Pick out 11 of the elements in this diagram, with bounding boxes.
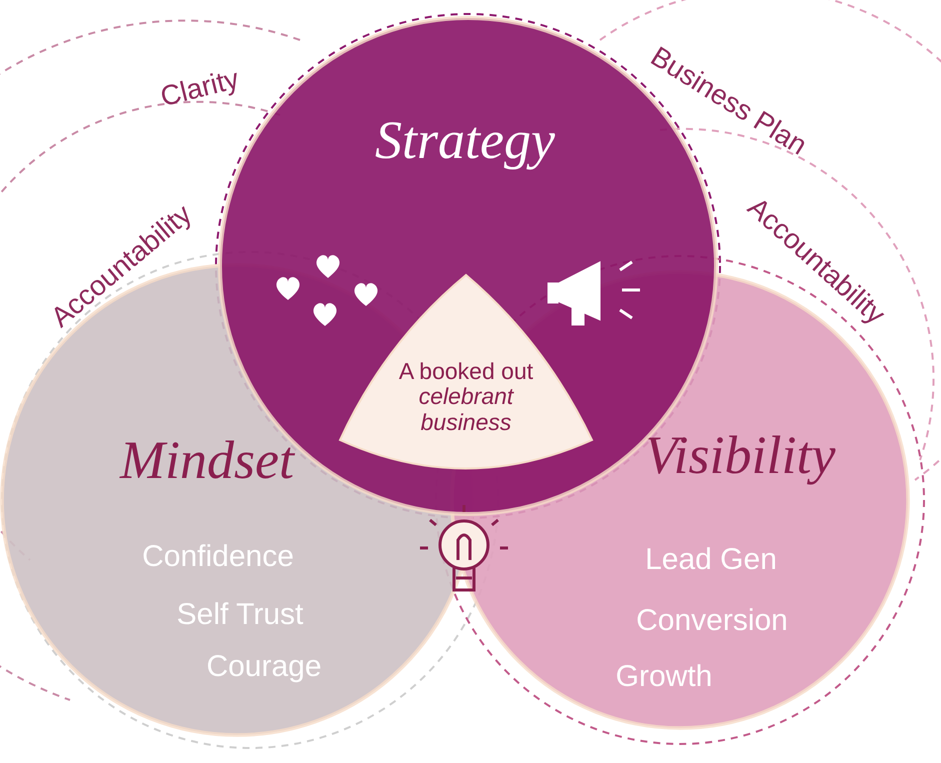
goal-text: A booked out celebrant business: [398, 359, 534, 435]
focus-item: Self Trust: [176, 598, 304, 632]
ring-label: Clarity: [157, 62, 242, 114]
focus-item: Lead Gen: [645, 543, 777, 577]
focus-item: Conversion: [636, 604, 788, 638]
focus-item: Growth: [616, 660, 712, 694]
circle-title: Mindset: [120, 429, 294, 491]
circle-title: Visibility: [644, 424, 836, 486]
circle-title: Strategy: [375, 109, 555, 171]
focus-item: Confidence: [142, 540, 294, 574]
focus-item: Courage: [206, 650, 322, 684]
